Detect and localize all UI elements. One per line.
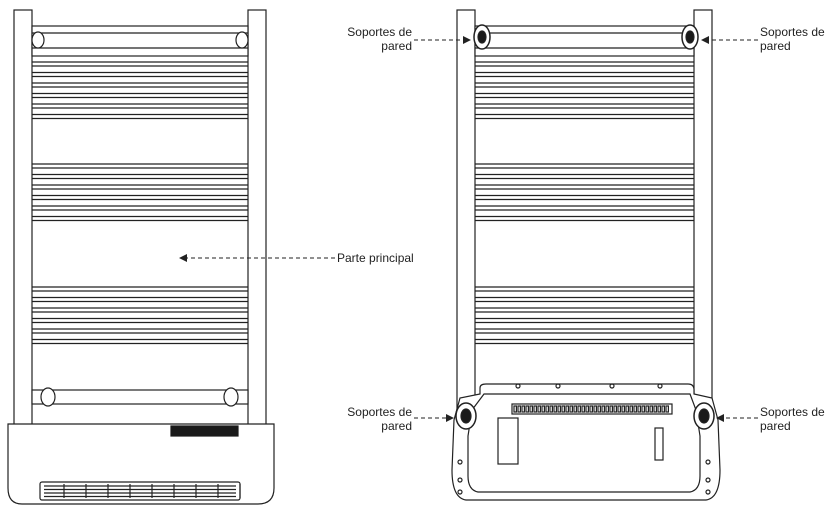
front-top-left-cap [31, 31, 45, 49]
back-view-radiator [451, 9, 721, 501]
back-heater-housing [451, 383, 721, 501]
front-bottom-bar [31, 389, 249, 405]
back-left-rail [456, 9, 476, 411]
back-towel-bars [475, 61, 694, 345]
front-right-rail [247, 9, 267, 429]
front-bottom-left-cap [40, 387, 56, 407]
front-control-panel [170, 425, 239, 437]
bracket-top-right-label: Soportes de pared [760, 25, 825, 53]
back-right-slot [654, 427, 664, 461]
front-towel-bars [32, 61, 248, 345]
main-part-label: Parte principal [337, 251, 414, 265]
bracket-bottom-left-label: Soportes de pared [347, 405, 412, 433]
front-top-bar [31, 25, 249, 57]
front-vent-grille [39, 481, 241, 501]
back-left-bracket-plate [497, 417, 519, 465]
front-left-rail [13, 9, 33, 429]
front-bottom-right-cap [223, 387, 239, 407]
front-top-right-cap [235, 31, 249, 49]
front-vent-slots [44, 484, 241, 498]
bracket-bottom-right-label: Soportes de pared [760, 405, 825, 433]
back-terminal-pins [513, 405, 670, 413]
front-view-radiator [7, 9, 275, 505]
bracket-top-left-label: Soportes de pared [347, 25, 412, 53]
back-right-rail [693, 9, 713, 411]
back-top-bar [474, 25, 695, 57]
